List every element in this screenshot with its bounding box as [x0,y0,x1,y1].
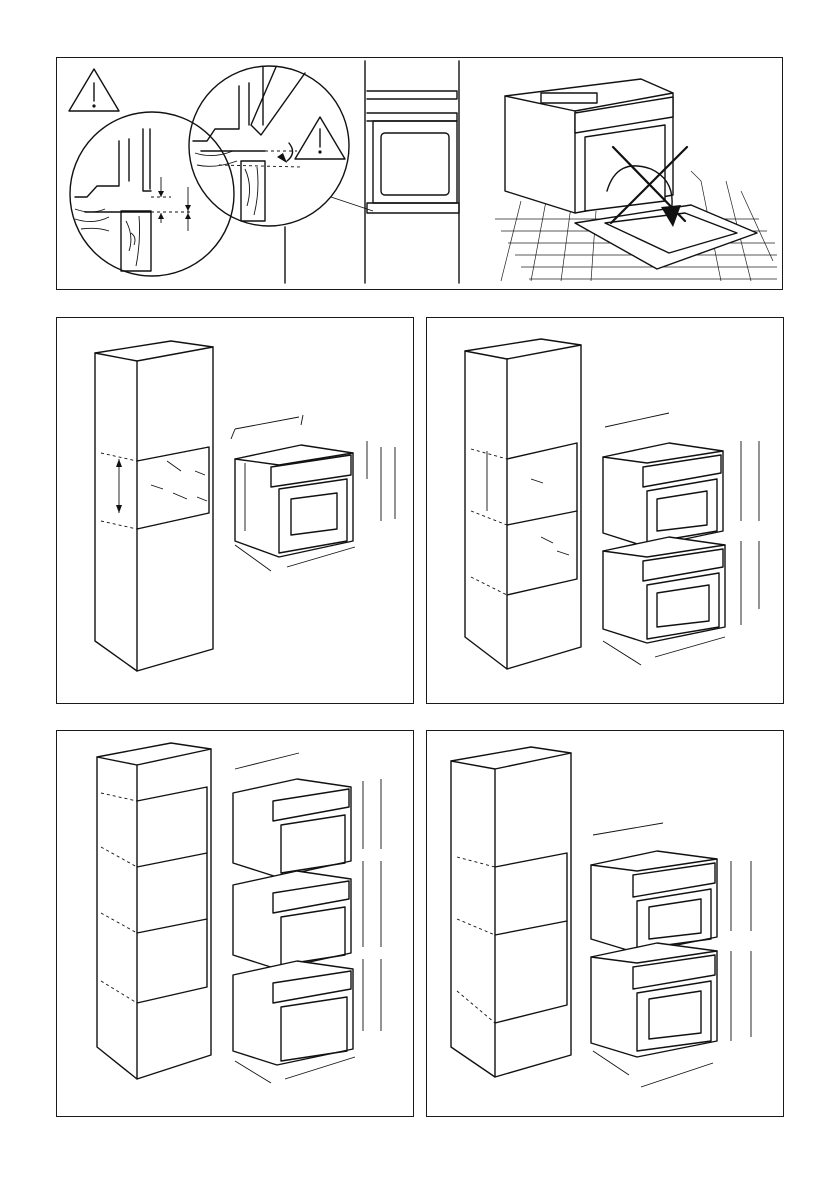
panel-installation-warnings [56,57,783,290]
tall-cabinet [95,341,213,671]
two-ovens-drawing [427,318,783,703]
single-oven-drawing [57,318,413,703]
panel-single-oven [56,317,414,704]
panel-two-ovens-alt [426,730,784,1117]
tall-cabinet [465,339,581,669]
three-ovens-drawing [57,731,413,1116]
oven-unit-upper [591,851,717,953]
warning-triangle-icon [295,117,345,159]
detail-magnifier-upper [189,66,349,226]
oven-unit [231,415,395,571]
panel-three-ovens [56,730,414,1117]
tall-cabinet [451,747,571,1077]
warning-triangle-icon [69,69,119,111]
oven-unit-upper [603,443,723,547]
panel-two-ovens [426,317,784,704]
two-ovens-alt-drawing [427,731,783,1116]
cabinet-section [285,61,459,283]
oven-unit-middle [233,871,351,969]
tall-cabinet [97,743,211,1079]
installation-warnings-drawing [57,58,782,289]
oven-unit-top [233,779,351,877]
oven-door-crossed [495,79,777,281]
